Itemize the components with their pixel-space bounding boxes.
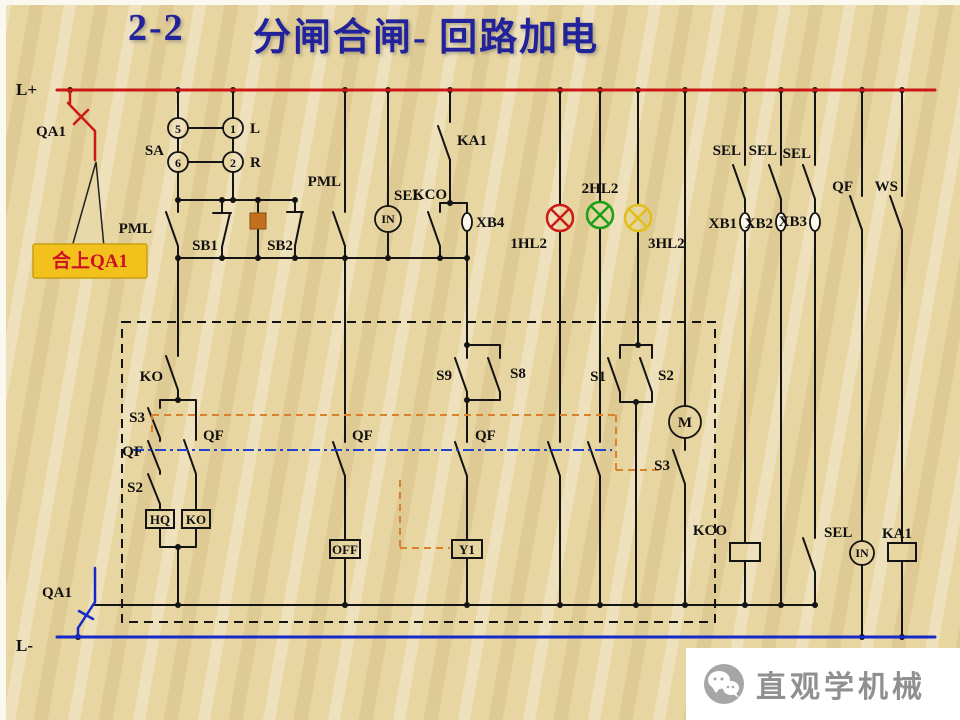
label-pml-mid: PML	[308, 174, 341, 190]
label-sel-bottom: SEL	[824, 525, 852, 541]
label-kco-bottom: KCO	[693, 523, 727, 539]
wechat-icon	[704, 664, 744, 704]
components	[145, 117, 917, 566]
label-qf-mid: QF	[352, 428, 373, 444]
wires-middle	[332, 89, 686, 606]
lamp-3hl2	[623, 203, 653, 233]
label-box-ko: KO	[186, 512, 206, 527]
label-s2-left: S2	[127, 480, 143, 496]
wires-left-branch	[147, 257, 197, 606]
label-sb2: SB2	[267, 238, 293, 254]
label-l-plus: L+	[16, 80, 37, 99]
label-ka1-top: KA1	[457, 133, 487, 149]
lamp-2hl2	[585, 200, 615, 230]
label-ko-contact: KO	[140, 369, 163, 385]
label-s9: S9	[436, 368, 452, 384]
negative-rail	[55, 566, 937, 639]
left-edge-strip	[0, 0, 6, 720]
box-off	[329, 539, 361, 559]
label-xb3: XB3	[779, 214, 807, 230]
label-sa-5: 5	[175, 122, 181, 136]
label-2hl2: 2HL2	[582, 181, 619, 197]
positive-rail	[55, 88, 937, 162]
sa-contact-5-circle	[167, 117, 189, 139]
slide-title-number: 2-2	[128, 7, 185, 49]
label-3hl2: 3HL2	[648, 236, 685, 252]
label-box-y1: Y1	[459, 542, 475, 557]
callout-pointer	[71, 161, 105, 248]
label-s1: S1	[590, 369, 606, 385]
terminal-xb4	[461, 212, 473, 232]
lamp-1hl2	[545, 203, 575, 233]
label-xb1: XB1	[709, 216, 737, 232]
label-sa-2: 2	[230, 156, 236, 170]
label-s3-left: S3	[129, 410, 145, 426]
junction-dots	[67, 87, 905, 640]
coil-ka1	[887, 542, 917, 562]
label-kco-top: KCO	[413, 187, 447, 203]
qa1-bottom-switch	[76, 566, 97, 639]
label-sa: SA	[145, 143, 164, 159]
label-1hl2: 1HL2	[510, 236, 547, 252]
box-ko	[181, 509, 211, 529]
coil-kco	[729, 542, 761, 562]
top-edge-strip	[0, 0, 960, 5]
label-sel-in-top: SEL	[394, 188, 422, 204]
label-pml-left: PML	[119, 221, 152, 237]
label-sel-1: SEL	[713, 143, 741, 159]
terminal-xb1	[739, 212, 751, 232]
wires	[94, 89, 903, 638]
label-s2-right: S2	[658, 368, 674, 384]
sa-contact-1-circle	[222, 117, 244, 139]
brand-name: 直观学机械	[756, 670, 926, 705]
box-y1	[451, 539, 483, 559]
qa1-top-switch	[66, 88, 97, 162]
label-qa1-top: QA1	[36, 124, 66, 140]
label-r-pos: R	[250, 155, 261, 171]
meter-in-top-circle	[374, 205, 402, 233]
sa-contact-6-circle	[167, 151, 189, 173]
wires-right	[94, 89, 903, 638]
slide-title: 分闸合闸- 回路加电	[253, 17, 600, 59]
terminal-xb3	[809, 212, 821, 232]
label-qf-mid2: QF	[475, 428, 496, 444]
label-qf-top: QF	[832, 179, 853, 195]
indicator-square	[249, 212, 267, 230]
callout-box	[32, 243, 148, 279]
motor-m-circle	[668, 405, 702, 439]
label-box-off: OFF	[332, 542, 358, 557]
sa-contact-2-circle	[222, 151, 244, 173]
callout-qa1: 合上QA1	[32, 161, 148, 279]
box-hq	[145, 509, 175, 529]
label-sa-6: 6	[175, 156, 181, 170]
label-ws: WS	[875, 179, 898, 195]
label-s3-right: S3	[654, 458, 670, 474]
label-l-minus: L-	[16, 636, 33, 655]
label-s8: S8	[510, 366, 526, 382]
label-sel-2: SEL	[749, 143, 777, 159]
label-in-bottom: IN	[855, 546, 869, 560]
label-sa-1: 1	[230, 122, 236, 136]
label-qf-branch-right: QF	[203, 428, 224, 444]
label-sel-3: SEL	[783, 146, 811, 162]
label-qf-left: QF	[122, 444, 143, 460]
control-enclosure-dashed-box	[121, 321, 716, 623]
callout-text: 合上QA1	[52, 249, 128, 272]
label-qa1-bottom: QA1	[42, 585, 72, 601]
label-box-hq: HQ	[150, 512, 170, 527]
label-ka1-bottom: KA1	[882, 526, 912, 542]
meter-in-bottom-circle	[849, 540, 875, 566]
label-xb2: XB2	[745, 216, 773, 232]
labels: L+ L- QA1 QA1 SA 5 6 1 2 L R PML SB1 SB2…	[16, 80, 912, 655]
terminal-xb2	[775, 212, 787, 232]
label-xb4: XB4	[476, 215, 505, 231]
mechanical-linkage-orange	[151, 414, 664, 549]
label-motor-m: M	[678, 415, 692, 431]
wires-top-block	[165, 89, 468, 259]
watermark-band: 直观学机械	[686, 648, 960, 720]
label-l-pos: L	[250, 121, 260, 137]
label-in-top: IN	[381, 212, 395, 226]
label-sb1: SB1	[192, 238, 218, 254]
